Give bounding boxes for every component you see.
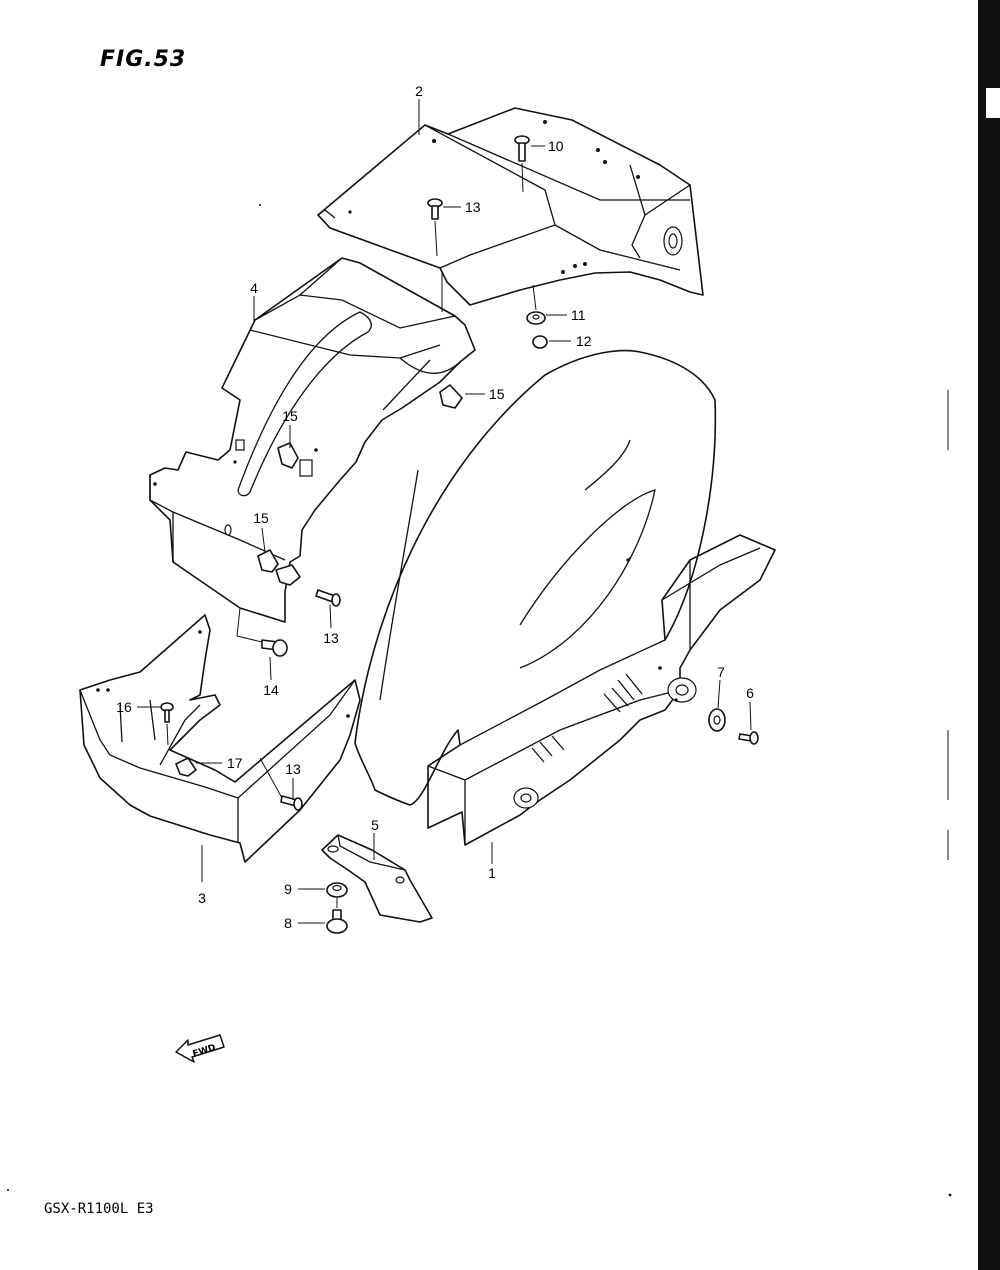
- callout-7: 7: [717, 664, 725, 680]
- callout-14: 14: [263, 682, 279, 698]
- figure-title: FIG.53: [100, 47, 186, 72]
- callout-2: 2: [415, 83, 423, 99]
- clip-nut-15-mid: [277, 442, 299, 469]
- callout-9: 9: [284, 881, 292, 897]
- part-4-inner-fender: [149, 257, 476, 623]
- screw-13-low: [280, 795, 303, 811]
- scan-marks: [7, 204, 952, 1197]
- part-5-bracket: [321, 834, 433, 923]
- callout-6: 6: [746, 685, 754, 701]
- callout-13-top: 13: [465, 199, 481, 215]
- callout-10: 10: [548, 138, 564, 154]
- model-label: GSX-R1100L E3: [44, 1201, 154, 1217]
- bolt-8: [326, 909, 348, 934]
- callout-17: 17: [227, 755, 243, 771]
- screw-16: [160, 702, 174, 723]
- washer-9: [326, 882, 348, 898]
- callout-3: 3: [198, 890, 206, 906]
- callout-16: 16: [116, 699, 132, 715]
- clip-nut-15-right: [439, 384, 463, 409]
- callout-12: 12: [576, 333, 592, 349]
- callout-15-right: 15: [489, 386, 505, 402]
- clip-nut-15-low: [257, 549, 279, 573]
- screw-10: [514, 135, 530, 162]
- bolt-14: [261, 639, 288, 657]
- callout-5: 5: [371, 817, 379, 833]
- callout-4: 4: [250, 280, 258, 296]
- callout-15-low: 15: [253, 510, 269, 526]
- nut-11: [526, 311, 546, 325]
- callout-numbers: 2 10 13 4 11 12 15 15 15 13 14 16 17 13 …: [116, 83, 754, 931]
- clip-nut-17: [175, 757, 197, 777]
- callout-8: 8: [284, 915, 292, 931]
- callout-11: 11: [571, 307, 586, 323]
- binding-hole: [986, 88, 1000, 118]
- part-2-tail-cover: [317, 107, 704, 306]
- screw-6: [738, 731, 759, 745]
- assembly-guide-lines: [166, 162, 537, 908]
- callout-1: 1: [488, 865, 496, 881]
- nut-12: [532, 335, 548, 349]
- callout-13-low: 13: [285, 761, 301, 777]
- screw-13-mid: [315, 589, 341, 607]
- screw-13-top: [427, 198, 443, 220]
- part-3-lower-mudguard: [79, 614, 361, 863]
- washer-7: [708, 708, 726, 732]
- fwd-arrow-icon: FWD: [175, 1034, 225, 1063]
- part-1-rear-fender: [354, 349, 776, 846]
- callout-13-mid: 13: [323, 630, 339, 646]
- callout-leaders: [137, 99, 752, 924]
- bracket-clip: [275, 564, 301, 586]
- callout-15-mid: 15: [282, 408, 298, 424]
- page-binding-edge: [978, 0, 1000, 1270]
